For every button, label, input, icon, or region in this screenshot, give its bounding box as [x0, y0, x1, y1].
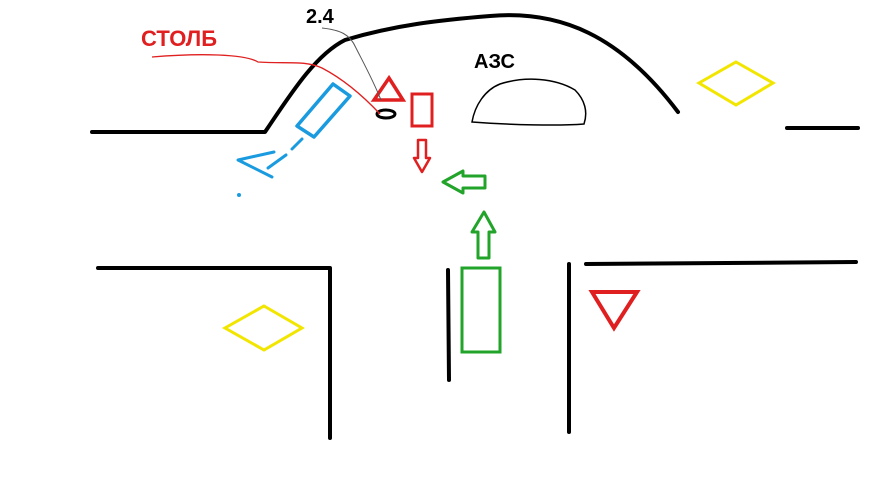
green-car-arrow-left: [441, 169, 487, 195]
center-divider-line: [446, 268, 451, 382]
red-car: [410, 92, 434, 128]
blue-car-arrow-head: [236, 150, 276, 179]
blue-dot: [237, 193, 241, 197]
green-car: [460, 266, 502, 354]
pole-number-pointer-line: [321, 27, 382, 101]
blue-car-path-dashes: [266, 137, 304, 170]
yield-sign-bottom-right: [588, 290, 641, 332]
blue-car: [295, 82, 352, 139]
bottom-right-horizontal-edge: [584, 260, 858, 266]
green-car-arrow-up: [470, 210, 497, 260]
main-road-sign-bottom-left: [221, 304, 305, 352]
road-edges: [90, 13, 860, 440]
red-car-arrow: [412, 138, 432, 174]
pole-number-label: 2.4: [306, 6, 335, 28]
pole-pointer-line: [151, 54, 381, 115]
pole-label: СТОЛБ: [141, 26, 217, 51]
main-road-sign-top-right: [696, 60, 776, 107]
gas-station-label: АЗС: [474, 51, 515, 73]
bottom-left-corner-edge: [96, 266, 332, 440]
top-road-edge-curve: [90, 13, 680, 134]
yield-sign-top: [370, 74, 407, 102]
gas-station-building: [471, 78, 587, 126]
pole-marker: [375, 108, 397, 120]
